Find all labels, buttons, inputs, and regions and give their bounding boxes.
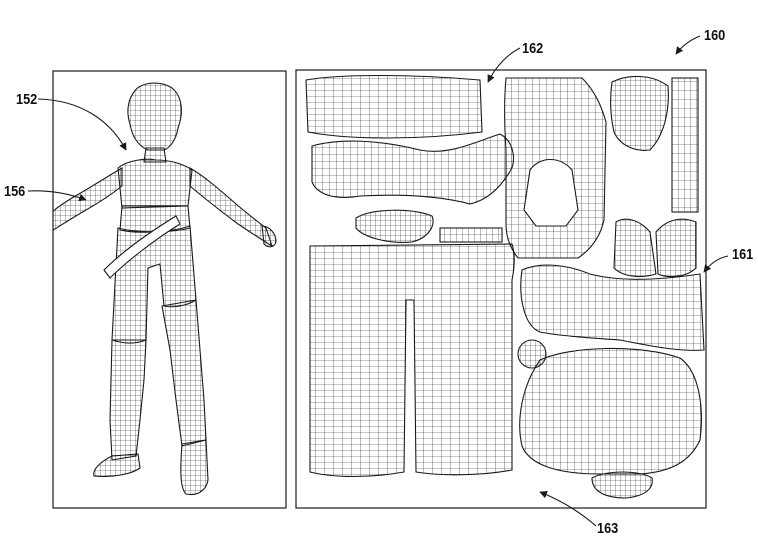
leader-lines [27,35,729,527]
uv-shell-top-strip [305,74,483,139]
uv-shell-pants [309,243,515,478]
uv-shell-small-leaf [355,209,434,243]
ref-label-156: 156 [4,183,26,200]
uv-shell-vertical-strip [671,77,699,213]
uv-shell-face [610,75,669,151]
uv-layout-panel [295,69,707,509]
uv-shell-small-oval [591,471,653,499]
model-view-panel [52,70,287,509]
uv-shell-torso-inner [523,158,579,227]
ref-label-162: 162 [522,40,544,57]
ref-label-160: 160 [704,27,726,44]
uv-shell-pair-left [613,218,657,278]
uv-shell-head-back [519,347,702,475]
uv-shell-thin-bar [439,227,503,243]
wireframe-character [53,82,277,496]
uv-shell-lower-arm [520,264,705,351]
uv-shell-pair-right [655,218,697,278]
ref-label-161: 161 [732,246,754,263]
ref-label-152: 152 [16,91,38,108]
